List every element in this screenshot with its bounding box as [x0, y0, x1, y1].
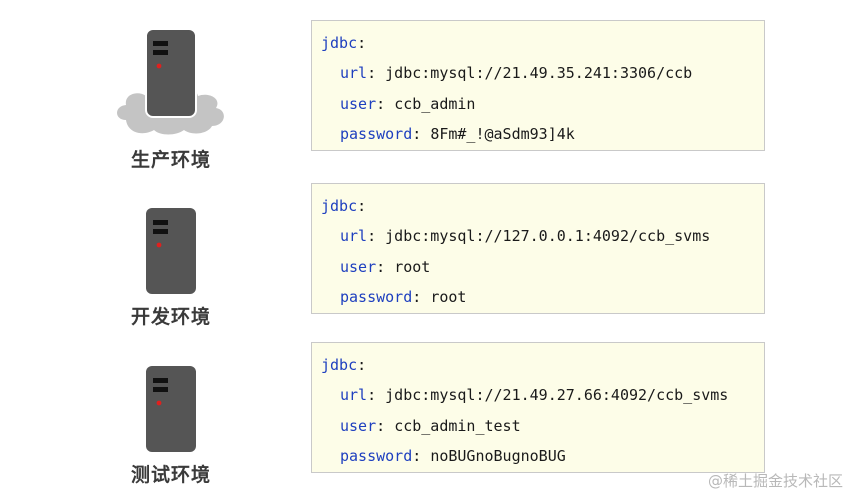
config-password-value: root — [430, 288, 467, 306]
config-url-key: url — [340, 386, 368, 404]
config-line-password: password: root — [340, 288, 467, 306]
config-url-key: url — [340, 64, 368, 82]
config-password-key: password — [340, 447, 413, 465]
server-icon — [145, 28, 197, 118]
config-user-key: user — [340, 417, 377, 435]
env-label-development: 开发环境 — [130, 306, 211, 328]
config-url-value: jdbc:mysql://21.49.27.66:4092/ccb_svms — [385, 386, 729, 404]
env-label-testing: 测试环境 — [130, 464, 211, 486]
env-label-production: 生产环境 — [130, 149, 211, 171]
config-root-key: jdbc — [321, 34, 358, 52]
config-password-value: noBUGnoBugnoBUG — [430, 447, 566, 465]
environment-production: 生产环境 jdbc: url: jdbc:mysql://21.49.35.24… — [0, 0, 849, 171]
watermark: @稀土掘金技术社区 — [707, 472, 843, 490]
config-user-value: ccb_admin_test — [394, 417, 521, 435]
config-user-value: root — [394, 258, 431, 276]
config-line-root: jdbc: — [321, 197, 367, 215]
config-url-value: jdbc:mysql://127.0.0.1:4092/ccb_svms — [385, 227, 711, 245]
config-line-url: url: jdbc:mysql://21.49.27.66:4092/ccb_s… — [340, 386, 729, 404]
config-line-url: url: jdbc:mysql://127.0.0.1:4092/ccb_svm… — [340, 227, 711, 245]
config-password-value: 8Fm#_!@aSdm93]4k — [430, 125, 575, 143]
config-line-password: password: noBUGnoBugnoBUG — [340, 447, 566, 465]
config-line-user: user: ccb_admin_test — [340, 417, 521, 435]
config-line-user: user: root — [340, 258, 431, 276]
config-root-key: jdbc — [321, 356, 358, 374]
environment-testing: 测试环境 jdbc: url: jdbc:mysql://21.49.27.66… — [0, 330, 849, 497]
config-url-key: url — [340, 227, 368, 245]
config-box-testing: jdbc: url: jdbc:mysql://21.49.27.66:4092… — [311, 342, 765, 473]
config-line-user: user: ccb_admin — [340, 95, 476, 113]
config-line-url: url: jdbc:mysql://21.49.35.241:3306/ccb — [340, 64, 693, 82]
config-user-key: user — [340, 258, 377, 276]
config-root-key: jdbc — [321, 197, 358, 215]
config-user-key: user — [340, 95, 377, 113]
server-icon — [146, 366, 196, 452]
config-password-key: password — [340, 288, 413, 306]
config-line-root: jdbc: — [321, 356, 367, 374]
config-password-key: password — [340, 125, 413, 143]
config-box-production: jdbc: url: jdbc:mysql://21.49.35.241:330… — [311, 20, 765, 151]
environment-development: 开发环境 jdbc: url: jdbc:mysql://127.0.0.1:4… — [0, 170, 849, 330]
config-line-password: password: 8Fm#_!@aSdm93]4k — [340, 125, 575, 143]
config-box-development: jdbc: url: jdbc:mysql://127.0.0.1:4092/c… — [311, 183, 765, 314]
config-url-value: jdbc:mysql://21.49.35.241:3306/ccb — [385, 64, 693, 82]
config-user-value: ccb_admin — [394, 95, 476, 113]
config-line-root: jdbc: — [321, 34, 367, 52]
server-icon — [146, 208, 196, 294]
